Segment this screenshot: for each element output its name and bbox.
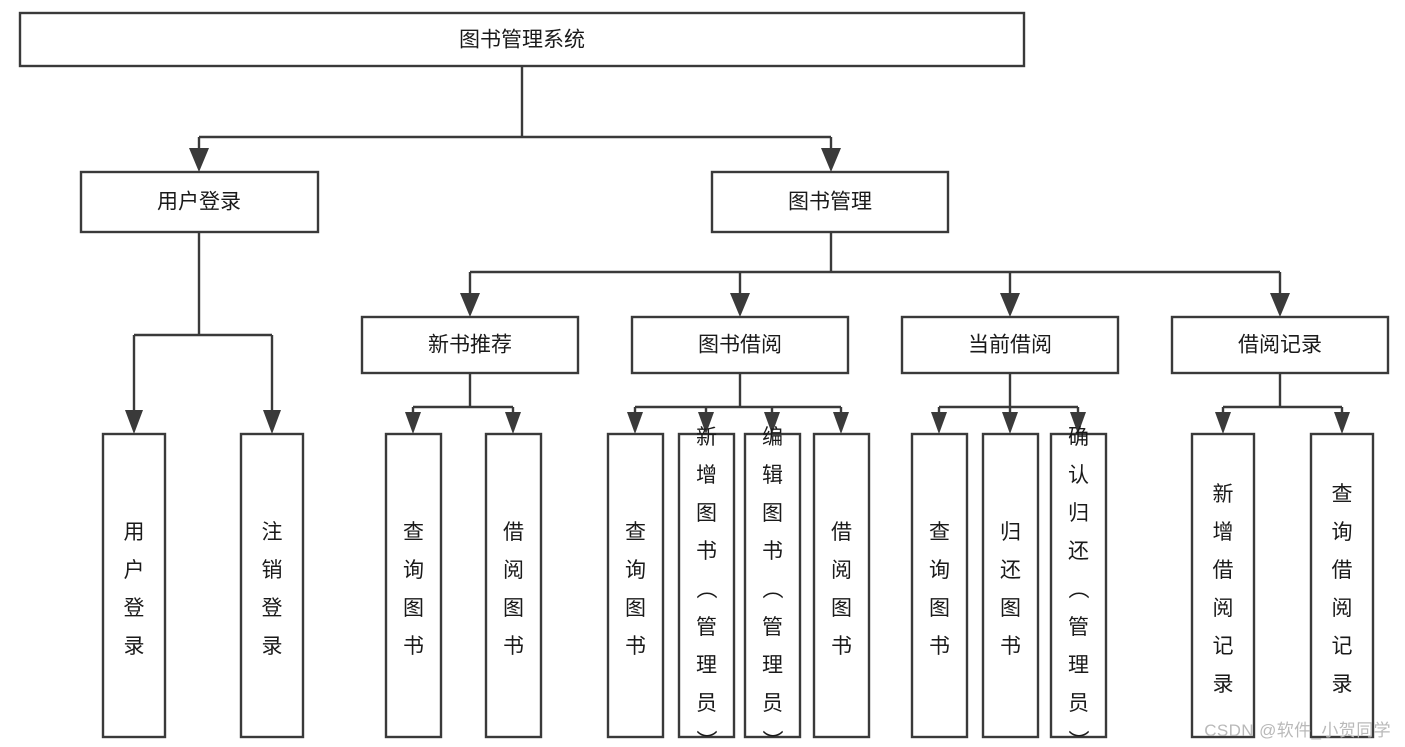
watermark: CSDN @软件_小贺同学: [1204, 721, 1391, 740]
current-borrow-box[interactable]: [900, 315, 1120, 375]
edge-root-bus: [197, 66, 833, 155]
arrowhead-leaf-borrow-book: [833, 412, 849, 434]
leaf-add-book-admin-box[interactable]: [677, 432, 736, 739]
leaf-edit-book-admin-box[interactable]: [743, 432, 802, 739]
leaf-logout-box[interactable]: [239, 432, 305, 739]
leaf-confirm-return-admin-label: 确认归还（管理员）: [1068, 426, 1090, 747]
edge-current-borrow-bus: [937, 373, 1080, 418]
arrowhead-leaf-query-book-current: [931, 412, 947, 434]
node-leaf-logout[interactable]: 注销登录: [239, 432, 305, 739]
arrowhead-new-book-recommend: [460, 293, 480, 317]
book-manage-box[interactable]: [710, 170, 950, 234]
borrow-record-label: 借阅记录: [1238, 334, 1322, 357]
arrowhead-book-borrow: [730, 293, 750, 317]
arrowhead-leaf-borrow-book-recommend: [505, 412, 521, 434]
leaf-query-book-recommend-box[interactable]: [384, 432, 443, 739]
leaf-add-borrow-record-box[interactable]: [1190, 432, 1256, 739]
leaf-query-book-borrow-box[interactable]: [606, 432, 665, 739]
user-login-box[interactable]: [79, 170, 320, 234]
node-leaf-query-book-recommend[interactable]: 查询图书: [384, 432, 443, 739]
leaf-return-book-box[interactable]: [981, 432, 1040, 739]
leaf-return-book-label: 归还图书: [1000, 521, 1021, 658]
arrowhead-leaf-add-book-admin: [698, 412, 714, 434]
new-book-recommend-label: 新书推荐: [428, 334, 512, 357]
leaf-query-book-borrow-label: 查询图书: [625, 521, 646, 658]
arrowhead-current-borrow: [1000, 293, 1020, 317]
node-user-login[interactable]: 用户登录: [79, 170, 320, 234]
leaf-query-book-current-box[interactable]: [910, 432, 969, 739]
leaf-query-book-recommend-label: 查询图书: [403, 521, 424, 658]
edge-borrow-record-bus: [1221, 373, 1344, 418]
edge-user-login-bus: [132, 232, 274, 417]
leaf-logout-label: 注销登录: [262, 521, 283, 658]
node-leaf-borrow-book[interactable]: 借阅图书: [812, 432, 871, 739]
leaf-query-borrow-record-label: 查询借阅记录: [1332, 483, 1353, 696]
leaf-user-login-label: 用户登录: [124, 521, 145, 658]
node-current-borrow[interactable]: 当前借阅: [900, 315, 1120, 375]
arrowhead-book-manage: [821, 148, 841, 172]
node-leaf-user-login[interactable]: 用户登录: [101, 432, 167, 739]
borrow-record-box[interactable]: [1170, 315, 1390, 375]
arrowhead-leaf-user-login: [125, 410, 143, 434]
leaf-edit-book-admin-label: 编辑图书（管理员）: [762, 426, 784, 747]
book-borrow-label: 图书借阅: [698, 334, 782, 357]
arrowhead-leaf-confirm-return-admin: [1070, 412, 1086, 434]
new-book-recommend-box[interactable]: [360, 315, 580, 375]
book-borrow-box[interactable]: [630, 315, 850, 375]
arrowhead-leaf-edit-book-admin: [764, 412, 780, 434]
leaf-add-book-admin-label: 新增图书（管理员）: [696, 426, 718, 747]
arrowhead-user-login: [189, 148, 209, 172]
arrowhead-leaf-query-book-borrow: [627, 412, 643, 434]
root-box[interactable]: [18, 11, 1026, 68]
leaf-user-login-box[interactable]: [101, 432, 167, 739]
node-leaf-add-book-admin[interactable]: 新增图书（管理员）: [677, 426, 736, 747]
arrowhead-leaf-return-book: [1002, 412, 1018, 434]
book-manage-label: 图书管理: [788, 191, 872, 214]
leaf-confirm-return-admin-box[interactable]: [1049, 432, 1108, 739]
node-root[interactable]: 图书管理系统: [18, 11, 1026, 68]
user-login-label: 用户登录: [157, 191, 241, 214]
edge-new-book-recommend-bus: [411, 373, 515, 418]
node-leaf-query-book-current[interactable]: 查询图书: [910, 432, 969, 739]
node-leaf-confirm-return-admin[interactable]: 确认归还（管理员）: [1049, 426, 1108, 747]
connector-layer: [125, 66, 1350, 434]
root-label: 图书管理系统: [459, 29, 585, 52]
node-leaf-edit-book-admin[interactable]: 编辑图书（管理员）: [743, 426, 802, 747]
edge-book-manage-bus: [468, 232, 1282, 300]
edge-book-borrow-bus: [633, 373, 843, 418]
node-borrow-record[interactable]: 借阅记录: [1170, 315, 1390, 375]
leaf-query-borrow-record-box[interactable]: [1309, 432, 1375, 739]
arrowhead-borrow-record: [1270, 293, 1290, 317]
leaf-query-book-current-label: 查询图书: [929, 521, 950, 658]
arrowhead-leaf-query-book-recommend: [405, 412, 421, 434]
arrowhead-leaf-add-borrow-record: [1215, 412, 1231, 434]
node-leaf-query-book-borrow[interactable]: 查询图书: [606, 432, 665, 739]
node-leaf-return-book[interactable]: 归还图书: [981, 432, 1040, 739]
node-new-book-recommend[interactable]: 新书推荐: [360, 315, 580, 375]
leaf-add-borrow-record-label: 新增借阅记录: [1213, 483, 1234, 696]
node-leaf-query-borrow-record[interactable]: 查询借阅记录: [1309, 432, 1375, 739]
node-book-manage[interactable]: 图书管理: [710, 170, 950, 234]
leaf-borrow-book-label: 借阅图书: [831, 521, 852, 658]
node-book-borrow[interactable]: 图书借阅: [630, 315, 850, 375]
node-leaf-borrow-book-recommend[interactable]: 借阅图书: [484, 432, 543, 739]
arrowhead-leaf-query-borrow-record: [1334, 412, 1350, 434]
current-borrow-label: 当前借阅: [968, 334, 1052, 357]
leaf-node-layer: 用户登录 注销登录 查询图书 借阅图书 查询图书 新增图书（管理员） 编辑图书（管理员） 借阅…: [101, 426, 1375, 747]
node-leaf-add-borrow-record[interactable]: 新增借阅记录: [1190, 432, 1256, 739]
arrowhead-leaf-logout: [263, 410, 281, 434]
leaf-borrow-book-recommend-box[interactable]: [484, 432, 543, 739]
leaf-borrow-book-box[interactable]: [812, 432, 871, 739]
leaf-borrow-book-recommend-label: 借阅图书: [503, 521, 524, 658]
